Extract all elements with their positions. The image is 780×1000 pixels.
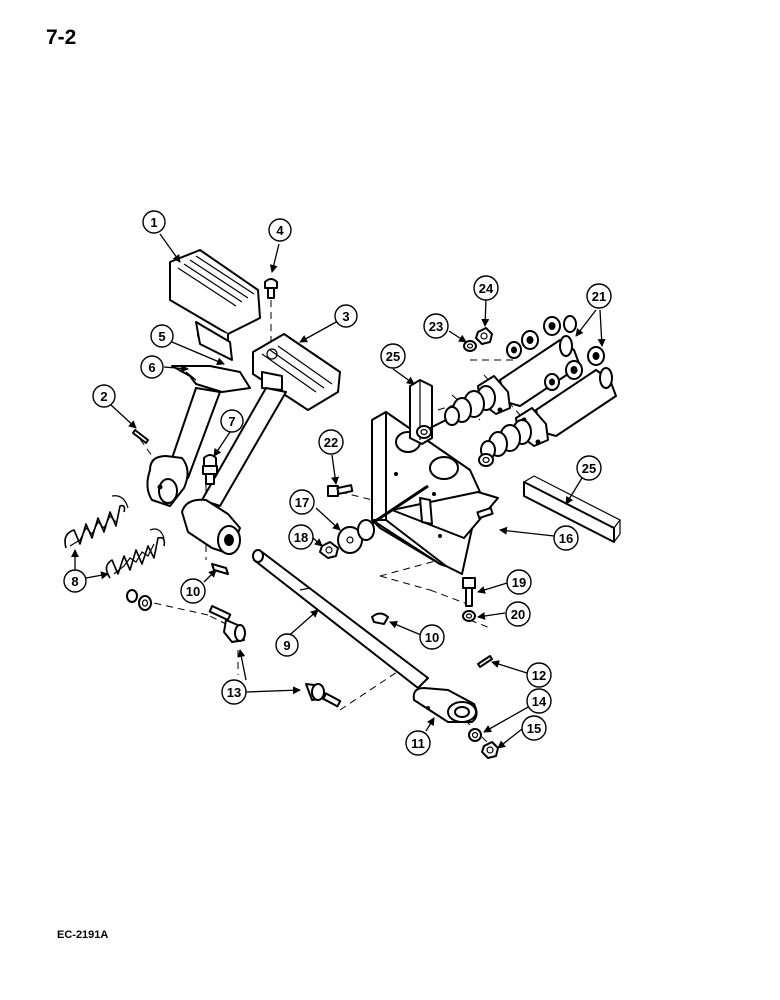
callout-4: 4 [268, 218, 292, 242]
svg-text:18: 18 [294, 530, 308, 545]
return-spring-lower [105, 528, 166, 579]
callout-13: 13 [221, 679, 247, 705]
svg-text:25: 25 [582, 461, 596, 476]
washer-23 [463, 340, 477, 352]
callout-11: 11 [405, 730, 431, 756]
leader-lines [71, 233, 606, 749]
brake-pedal-left [146, 249, 261, 507]
svg-text:21: 21 [592, 289, 606, 304]
callout-2: 2 [92, 384, 116, 408]
callout-23: 23 [423, 313, 449, 339]
bushing-17 [337, 519, 375, 554]
svg-text:3: 3 [342, 309, 349, 324]
callout-7: 7 [220, 409, 244, 433]
return-spring-upper [64, 495, 129, 549]
washer-14 [468, 728, 482, 742]
figure-code: EC-2191A [57, 929, 109, 941]
nut-18 [319, 541, 339, 559]
svg-text:4: 4 [276, 223, 284, 238]
callout-18: 18 [288, 524, 314, 550]
clevis-pin-4 [264, 278, 278, 299]
callout-22: 22 [318, 429, 344, 455]
woodruff-key-10b [371, 612, 389, 625]
pedal-shaft [252, 549, 429, 689]
page-number: 7-2 [46, 26, 77, 49]
bellcrank-arm [412, 687, 478, 723]
callout-21: 21 [586, 283, 612, 309]
svg-text:14: 14 [532, 694, 547, 709]
pivot-bolt-lower [305, 683, 342, 708]
callout-6: 6 [140, 355, 164, 379]
bolt-22 [327, 484, 354, 497]
nut-24 [475, 327, 493, 345]
callout-16: 16 [553, 525, 579, 551]
svg-text:6: 6 [148, 360, 155, 375]
svg-text:10: 10 [186, 584, 200, 599]
callout-19: 19 [506, 569, 532, 595]
callout-14: 14 [526, 688, 552, 714]
callout-9: 9 [275, 633, 299, 657]
svg-text:20: 20 [511, 607, 525, 622]
callout-1: 1 [142, 210, 166, 234]
cylinder-support-bracket [367, 411, 499, 575]
svg-text:5: 5 [158, 329, 165, 344]
svg-text:10: 10 [425, 630, 439, 645]
callout-17: 17 [289, 489, 315, 515]
bolt-19 [462, 577, 476, 607]
callout-12: 12 [526, 662, 552, 688]
callout-25-upper: 25 [380, 343, 406, 369]
callout-25-lower: 25 [576, 455, 602, 481]
washer-20 [462, 610, 476, 622]
svg-text:17: 17 [295, 495, 309, 510]
master-cylinder-lower [478, 346, 617, 467]
woodruff-key-10a [211, 563, 229, 575]
svg-text:9: 9 [283, 638, 290, 653]
master-cylinder-upper [416, 315, 581, 439]
svg-text:8: 8 [71, 574, 78, 589]
svg-text:13: 13 [227, 685, 241, 700]
svg-text:11: 11 [411, 736, 425, 751]
callout-8: 8 [63, 569, 87, 593]
callout-15: 15 [521, 715, 547, 741]
svg-text:2: 2 [100, 389, 107, 404]
svg-text:19: 19 [512, 575, 526, 590]
svg-text:24: 24 [479, 281, 494, 296]
callout-10-lower: 10 [419, 624, 445, 650]
grease-fitting-7 [202, 454, 218, 485]
svg-text:22: 22 [324, 435, 338, 450]
svg-text:16: 16 [559, 531, 573, 546]
svg-text:25: 25 [386, 349, 400, 364]
svg-text:15: 15 [527, 721, 541, 736]
pivot-bolt-upper [208, 605, 246, 643]
callout-20: 20 [505, 601, 531, 627]
svg-text:12: 12 [532, 668, 546, 683]
washer-nut-left [126, 589, 152, 611]
svg-text:7: 7 [228, 414, 235, 429]
svg-text:23: 23 [429, 319, 443, 334]
nut-15 [481, 741, 499, 759]
roll-pin-12 [477, 655, 493, 668]
brake-pedal-right [181, 333, 341, 555]
callout-5: 5 [150, 324, 174, 348]
shim-plate-lower [523, 475, 621, 543]
svg-text:1: 1 [150, 215, 157, 230]
roll-pin-2 [132, 429, 149, 444]
callout-10-upper: 10 [180, 578, 206, 604]
callout-24: 24 [473, 275, 499, 301]
callout-3: 3 [334, 304, 358, 328]
